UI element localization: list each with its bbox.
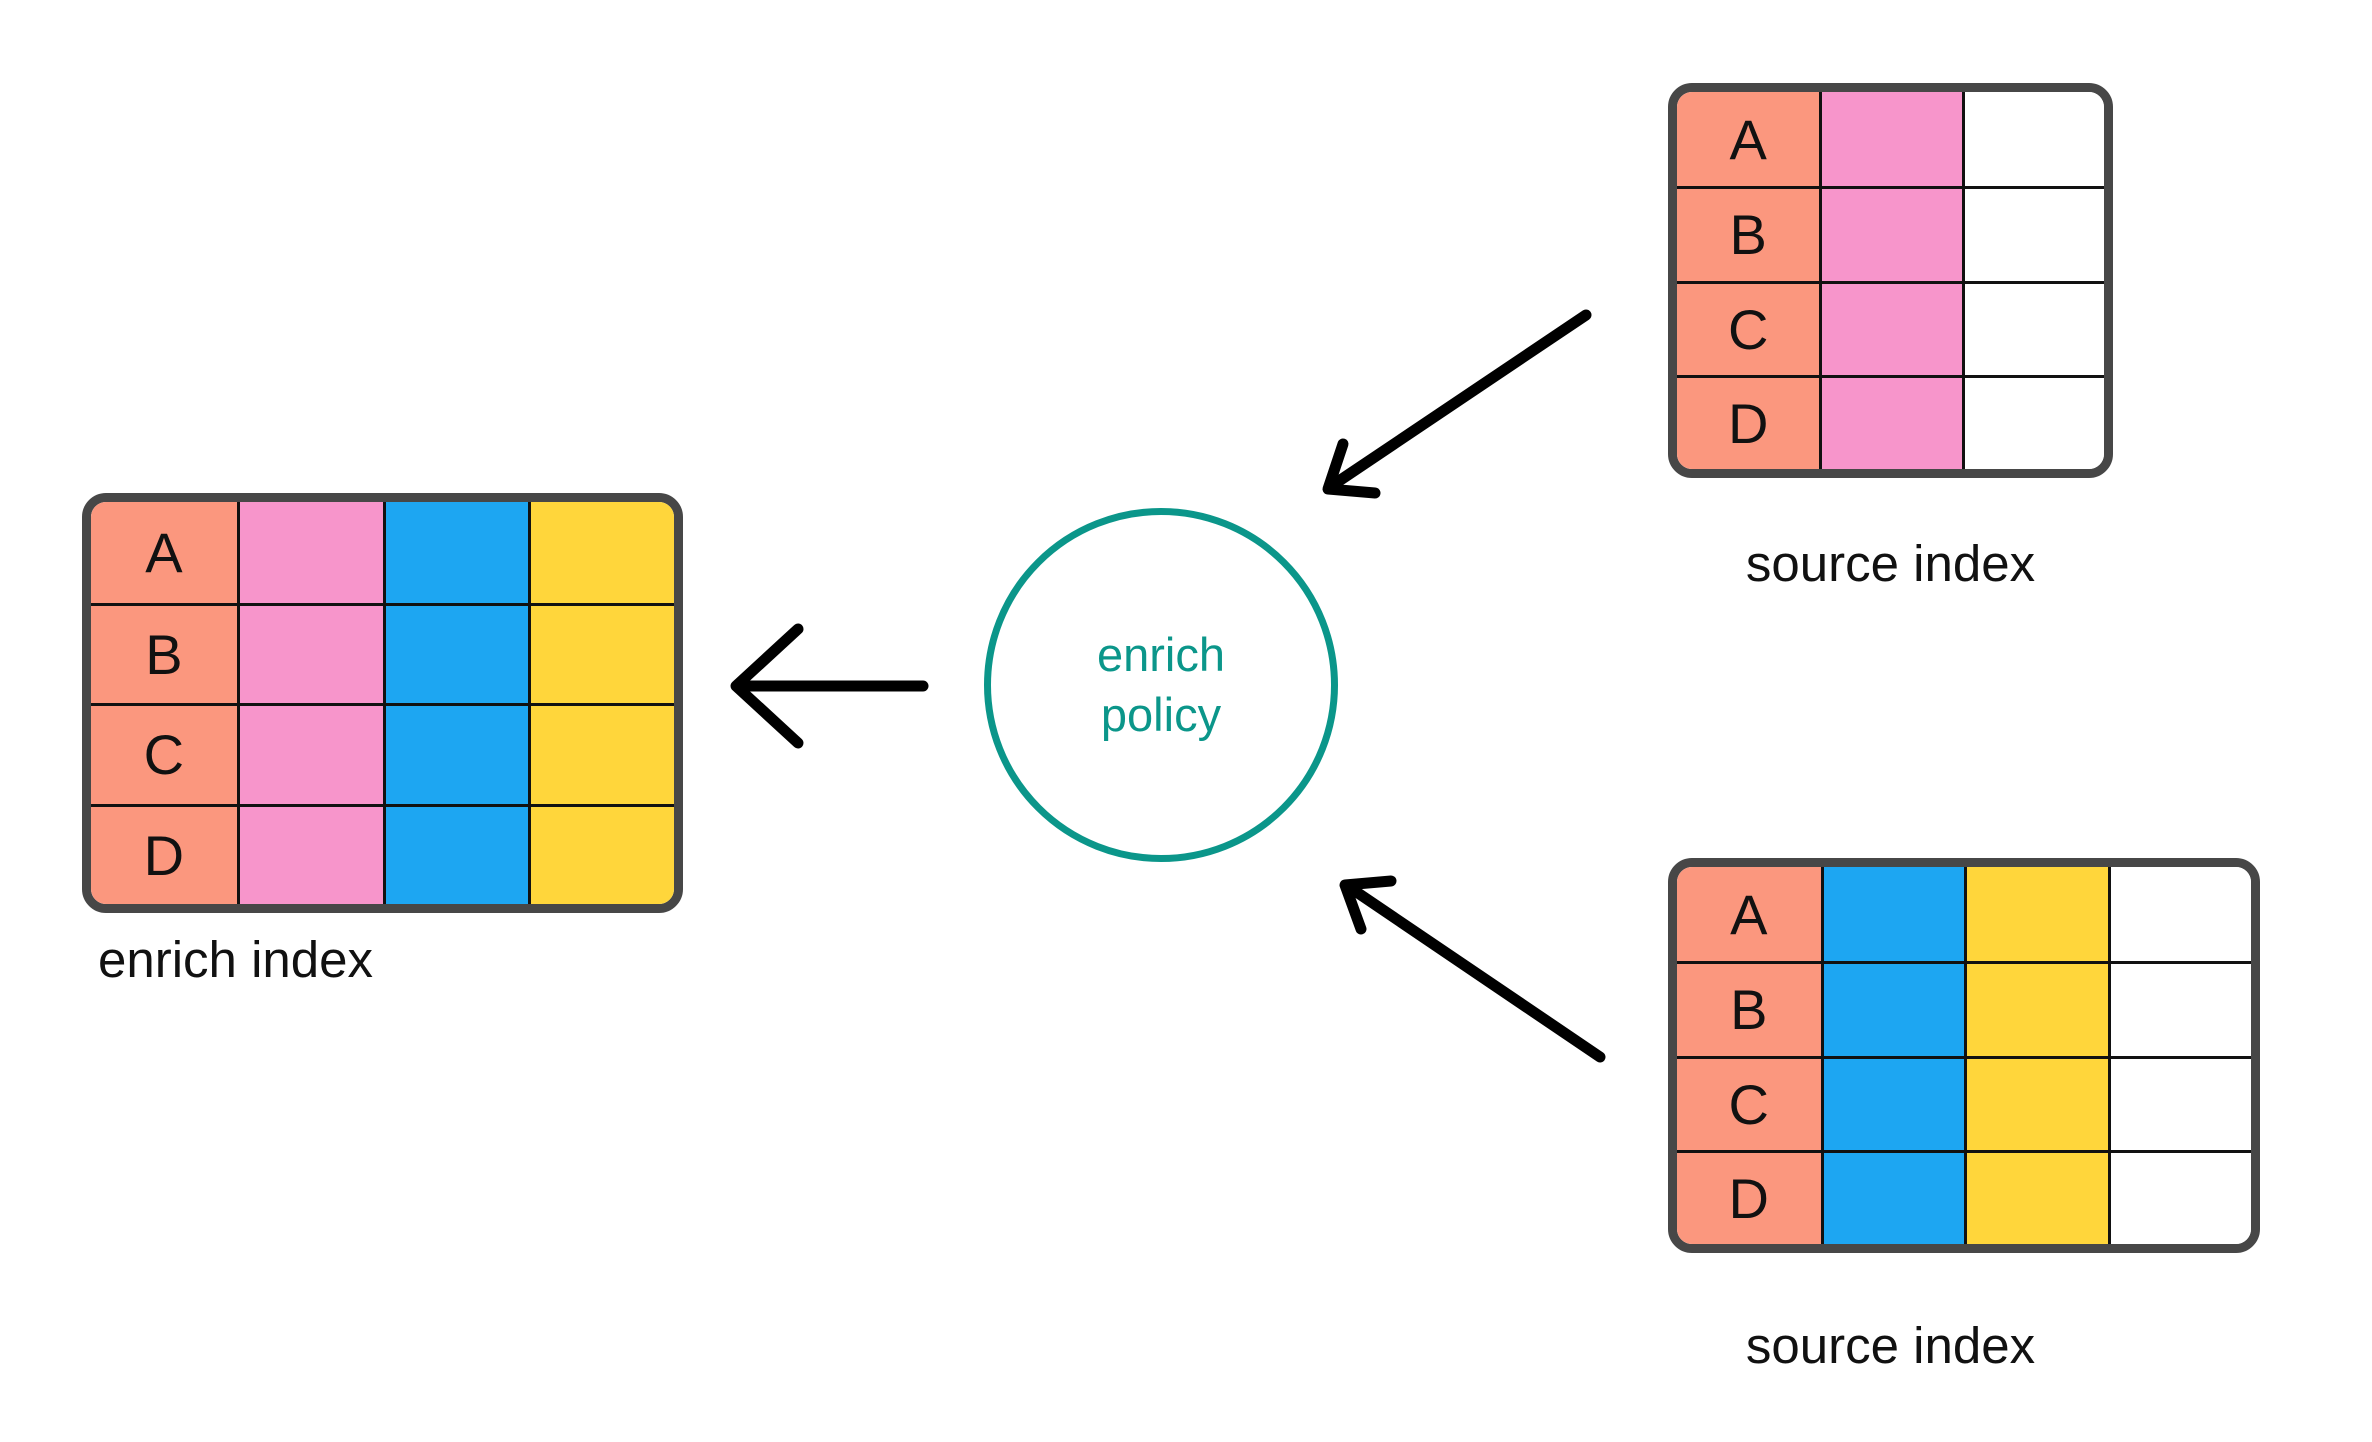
- data-cell: [1964, 961, 2108, 1056]
- data-cell: [382, 703, 529, 804]
- data-cell: [528, 602, 674, 703]
- enrich-policy-label-line2: policy: [1100, 688, 1222, 741]
- data-cell: [1820, 961, 1964, 1056]
- data-cell: [2107, 1149, 2251, 1244]
- data-cell: [1964, 867, 2108, 962]
- data-cell: [1961, 374, 2104, 469]
- row-label-cell: A: [1677, 92, 1820, 187]
- data-cell: [1964, 1149, 2108, 1244]
- enrich-policy-label-line1: enrich: [1096, 627, 1225, 681]
- data-cell: [236, 602, 383, 703]
- row-label-cell: B: [91, 602, 237, 703]
- data-cell: [528, 803, 674, 904]
- row-label-cell: C: [1677, 280, 1820, 375]
- data-cell: [1819, 186, 1962, 281]
- data-cell: [1820, 867, 1964, 962]
- data-cell: [1961, 186, 2104, 281]
- data-cell: [528, 502, 674, 603]
- data-cell: [1819, 92, 1962, 187]
- data-cell: [1820, 1055, 1964, 1150]
- data-cell: [1819, 374, 1962, 469]
- row-label-cell: D: [1677, 1149, 1821, 1244]
- source-index-bottom-caption: source index: [1745, 1317, 2036, 1374]
- data-cell: [236, 703, 383, 804]
- enrich-index-caption: enrich index: [98, 931, 373, 988]
- data-cell: [382, 502, 529, 603]
- data-cell: [1820, 1149, 1964, 1244]
- data-cell: [1961, 92, 2104, 187]
- data-cell: [382, 803, 529, 904]
- data-cell: [528, 703, 674, 804]
- row-label-cell: B: [1677, 961, 1821, 1056]
- enrich-policy-node: enrich policy: [984, 508, 1338, 862]
- data-cell: [2107, 961, 2251, 1056]
- row-label-cell: D: [91, 803, 237, 904]
- data-cell: [236, 502, 383, 603]
- data-cell: [2107, 867, 2251, 962]
- source-index-top-caption: source index: [1745, 535, 2036, 592]
- row-label-cell: A: [91, 502, 237, 603]
- data-cell: [2107, 1055, 2251, 1150]
- row-label-cell: C: [1677, 1055, 1821, 1150]
- row-label-cell: C: [91, 703, 237, 804]
- data-cell: [236, 803, 383, 904]
- data-cell: [1961, 280, 2104, 375]
- arrow-source-bottom-to-policy: [1339, 875, 1606, 1063]
- data-cell: [1964, 1055, 2108, 1150]
- row-label-cell: D: [1677, 374, 1820, 469]
- arrow-policy-to-enrich-index: [730, 623, 929, 749]
- row-label-cell: B: [1677, 186, 1820, 281]
- arrow-source-top-to-policy: [1322, 309, 1592, 499]
- data-cell: [1819, 280, 1962, 375]
- data-cell: [382, 602, 529, 703]
- row-label-cell: A: [1677, 867, 1821, 962]
